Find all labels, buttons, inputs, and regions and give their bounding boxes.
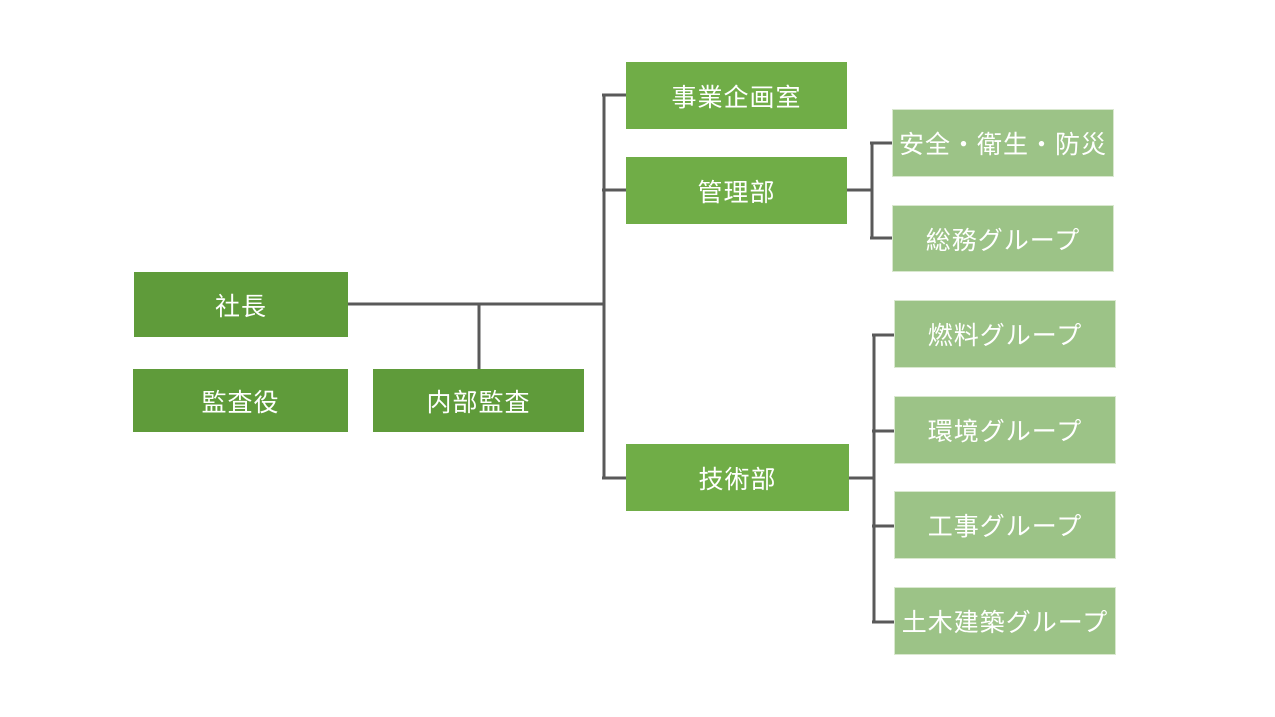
node-management-dept: 管理部 bbox=[626, 157, 847, 224]
node-group-fuel-label: 燃料グループ bbox=[927, 321, 1083, 350]
node-group-general-affairs: 総務グループ bbox=[892, 205, 1114, 272]
node-group-environment-label: 環境グループ bbox=[927, 417, 1083, 446]
node-business-planning: 事業企画室 bbox=[626, 62, 847, 129]
node-internal-audit-label: 内部監査 bbox=[426, 387, 531, 417]
node-management-dept-label: 管理部 bbox=[697, 177, 776, 207]
node-group-environment: 環境グループ bbox=[894, 396, 1116, 464]
node-group-safety-label: 安全・衛生・防災 bbox=[898, 130, 1107, 159]
node-engineering-dept: 技術部 bbox=[626, 444, 849, 511]
node-internal-audit: 内部監査 bbox=[373, 369, 584, 432]
node-group-fuel: 燃料グループ bbox=[894, 300, 1116, 368]
node-business-planning-label: 事業企画室 bbox=[671, 82, 802, 112]
node-group-construction-label: 工事グループ bbox=[927, 512, 1083, 541]
node-group-civil-architecture: 土木建築グループ bbox=[894, 587, 1116, 655]
node-group-civil-architecture-label: 土木建築グループ bbox=[901, 608, 1109, 637]
node-auditor: 監査役 bbox=[133, 369, 348, 432]
node-group-safety: 安全・衛生・防災 bbox=[892, 109, 1114, 177]
node-president: 社長 bbox=[134, 272, 348, 337]
node-auditor-label: 監査役 bbox=[201, 387, 280, 417]
node-president-label: 社長 bbox=[214, 291, 267, 321]
node-group-construction: 工事グループ bbox=[894, 491, 1116, 559]
node-group-general-affairs-label: 総務グループ bbox=[925, 225, 1081, 255]
node-engineering-dept-label: 技術部 bbox=[698, 464, 777, 494]
